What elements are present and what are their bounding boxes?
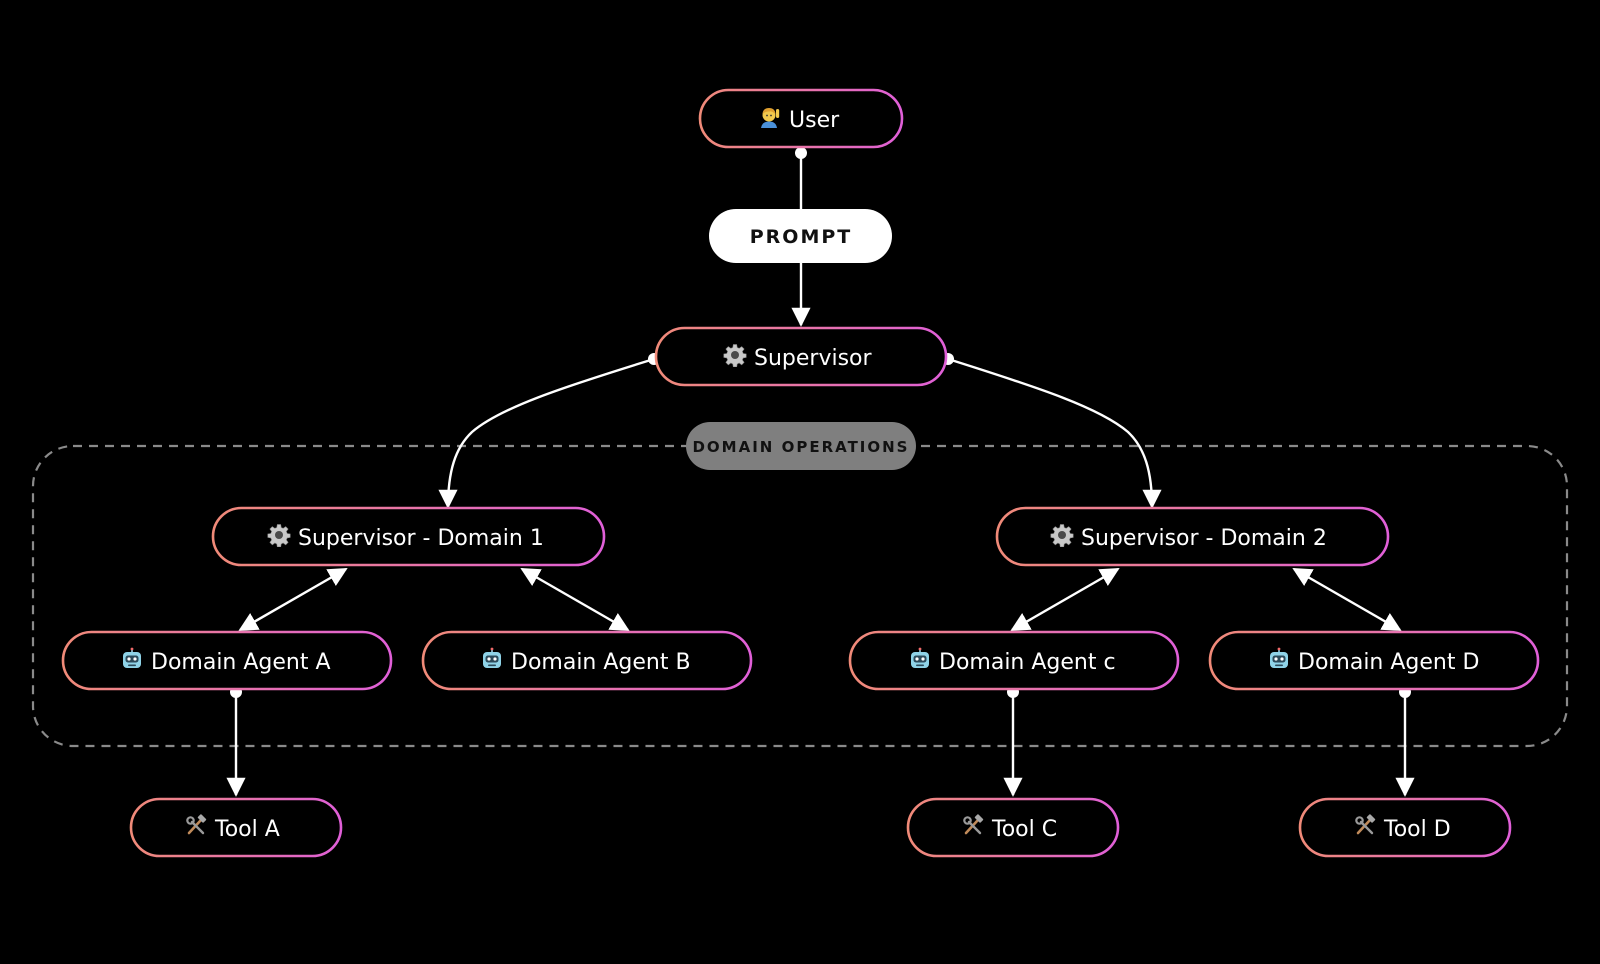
node-domain-agent-a[interactable]: Domain Agent A — [61, 630, 393, 691]
prompt-edge-label: PROMPT — [709, 209, 892, 263]
svg-text:PROMPT: PROMPT — [750, 226, 853, 248]
node-tool-d[interactable]: Tool D — [1298, 797, 1512, 858]
connector-dot — [795, 147, 807, 159]
svg-text:Supervisor: Supervisor — [754, 346, 873, 371]
edge-supervisor-to-domain-2 — [947, 357, 1162, 509]
node-domain-agent-c[interactable]: Domain Agent c — [848, 630, 1180, 691]
edge-domain1-agent-b — [520, 567, 630, 632]
svg-text:Domain Agent B: Domain Agent B — [511, 650, 691, 675]
edges — [226, 153, 1415, 797]
edge-domain1-agent-a — [238, 567, 348, 632]
node-supervisor-domain-2[interactable]: Supervisor - Domain 2 — [995, 506, 1390, 567]
gear-icon — [267, 524, 291, 547]
edge-domain2-agent-c — [1010, 567, 1120, 632]
svg-text:Domain Agent D: Domain Agent D — [1298, 650, 1479, 675]
node-tool-c[interactable]: Tool C — [906, 797, 1120, 858]
svg-text:Tool A: Tool A — [214, 817, 280, 842]
node-domain-agent-d[interactable]: Domain Agent D — [1208, 630, 1540, 691]
node-user[interactable]: User — [698, 88, 904, 149]
edge-domain2-agent-d — [1292, 567, 1402, 632]
gear-icon — [1050, 524, 1074, 547]
svg-text:Domain Agent c: Domain Agent c — [939, 650, 1116, 675]
node-tool-a[interactable]: Tool A — [129, 797, 343, 858]
svg-text:Supervisor - Domain 2: Supervisor - Domain 2 — [1081, 526, 1327, 551]
domain-operations-group — [31, 444, 1569, 748]
svg-text:DOMAIN OPERATIONS: DOMAIN OPERATIONS — [692, 438, 909, 456]
node-supervisor-domain-1[interactable]: Supervisor - Domain 1 — [211, 506, 606, 567]
domain-operations-label: DOMAIN OPERATIONS — [686, 422, 916, 470]
svg-text:Supervisor - Domain 1: Supervisor - Domain 1 — [298, 526, 544, 551]
edge-supervisor-to-domain-1 — [438, 357, 655, 509]
gear-icon — [723, 344, 747, 367]
svg-text:Domain Agent A: Domain Agent A — [151, 650, 331, 675]
svg-text:Tool C: Tool C — [991, 817, 1057, 842]
svg-text:User: User — [789, 108, 840, 133]
svg-text:Tool D: Tool D — [1383, 817, 1451, 842]
node-supervisor[interactable]: Supervisor — [654, 326, 948, 387]
node-domain-agent-b[interactable]: Domain Agent B — [421, 630, 753, 691]
